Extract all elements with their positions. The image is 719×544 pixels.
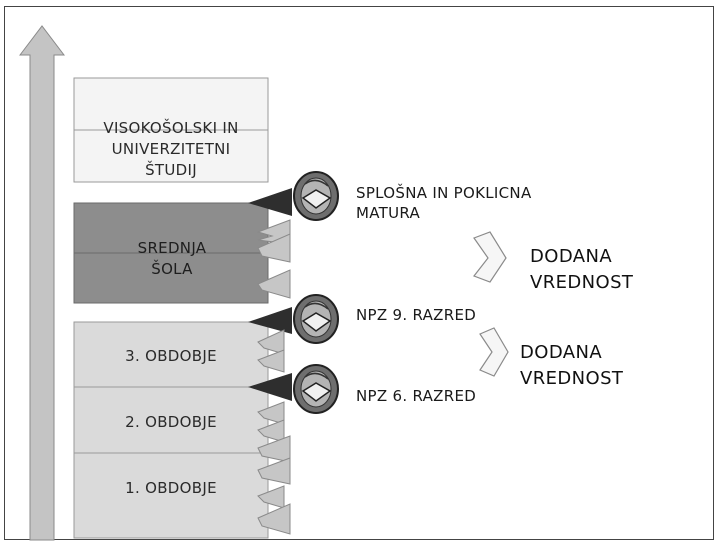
npz6-label: NPZ 6. RAZRED — [356, 387, 477, 405]
period-3-label: 3. OBDOBJE — [125, 347, 217, 365]
value-added-lower-label: DODANA VREDNOST — [520, 342, 624, 389]
period-1-label: 1. OBDOBJE — [125, 479, 217, 497]
npz9-label: NPZ 9. RAZRED — [356, 306, 477, 324]
value-added-upper-label: DODANA VREDNOST — [530, 246, 634, 293]
npz6-marker — [248, 373, 292, 401]
period-2-label: 2. OBDOBJE — [125, 413, 217, 431]
value-added-lower-arrow — [479, 327, 509, 377]
matura-label: SPLOŠNA IN POKLICNA MATURA — [356, 184, 532, 222]
progress-ticks — [256, 219, 291, 535]
diagram-frame — [4, 6, 714, 540]
matura-marker — [248, 188, 292, 216]
value-added-upper-arrow — [473, 231, 507, 283]
globe-book-icon — [293, 364, 339, 414]
progression-arrow — [18, 25, 66, 541]
npz9-marker — [248, 307, 292, 334]
globe-book-icon — [293, 171, 339, 221]
secondary-label: SREDNJA ŠOLA — [137, 239, 207, 278]
globe-book-icon — [293, 294, 339, 344]
university-label: VISOKOŠOLSKI IN UNIVERZITETNI ŠTUDIJ — [103, 119, 239, 179]
primary-box — [73, 321, 269, 539]
